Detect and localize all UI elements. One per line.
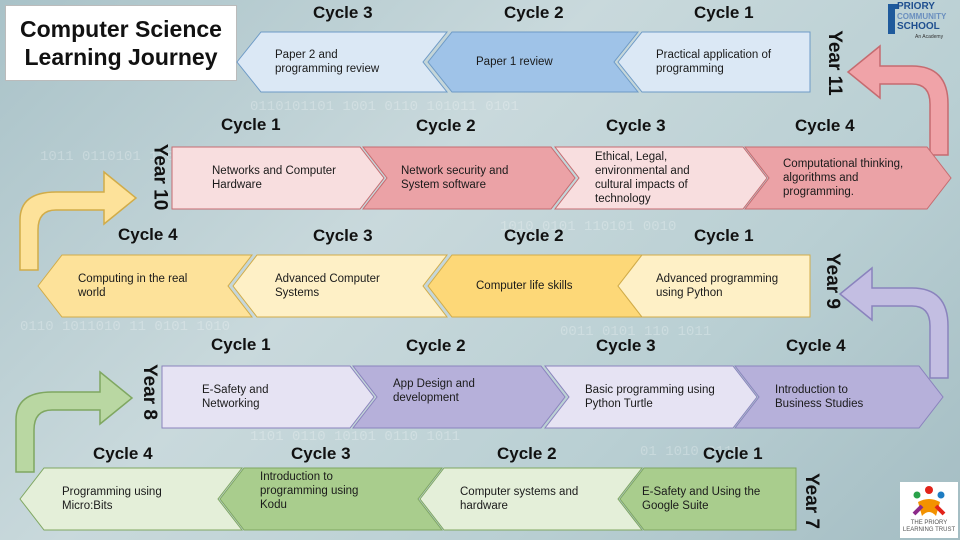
title-line-2: Learning Journey (24, 44, 218, 70)
y9-step-3-text: Computer life skills (476, 280, 573, 292)
y8-step-2: App Design and development (351, 365, 566, 429)
y7-year-label: Year 7 (801, 473, 822, 529)
y8-step-2-text: App Design and development (393, 378, 475, 404)
y11-cycle-label: Cycle 2 (504, 3, 564, 22)
y9-step-1: Computing in the real world (37, 254, 254, 318)
y8-step-4: Introduction to Business Studies (733, 365, 944, 429)
y11-year-label: Year 11 (823, 30, 845, 96)
y7-step-2: Introduction to programming using Kodu (219, 467, 444, 531)
logo-text-community: COMMUNITY (897, 12, 947, 21)
title-line-1: Computer Science (20, 16, 222, 42)
y10-step-1-text: Networks and Computer Hardware (212, 165, 336, 191)
y8-cycle-label: Cycle 2 (406, 336, 466, 355)
y7-step-2-text: Introduction to programming using Kodu (260, 471, 359, 511)
y10-cycle-label: Cycle 3 (606, 116, 666, 135)
y11-step-3: Practical application of programming (617, 31, 811, 93)
y10-step-3: Ethical, Legal, environmental and cultur… (553, 146, 768, 210)
y11-step-2: Paper 1 review (427, 31, 640, 93)
y7-step-4: E-Safety and Using the Google Suite (619, 467, 797, 531)
y7-cycle-label: Cycle 4 (93, 444, 153, 463)
y7-step-1: Programming using Micro:Bits (19, 467, 244, 531)
trust-logo-line-1: THE PRIORY (910, 520, 948, 526)
svg-text:1010 0101 110101 0010: 1010 0101 110101 0010 (500, 219, 676, 235)
svg-text:0110101101 1001 0110 101011 01: 0110101101 1001 0110 101011 0101 (250, 99, 519, 115)
y10-step-2: Network security and System software (361, 146, 576, 210)
y7-step-3-text: Computer systems and hardware (460, 486, 579, 512)
y8-step-1-text: E-Safety and Networking (202, 384, 269, 410)
connector-y9-y10 (19, 170, 138, 271)
y10-step-3-text: Ethical, Legal, environmental and cultur… (595, 151, 690, 205)
title-box: Computer Science Learning Journey (5, 5, 237, 81)
priory-school-logo: PRIORY COMMUNITY SCHOOL An Academy (886, 2, 956, 42)
y9-step-2-text: Advanced Computer Systems (275, 273, 380, 299)
svg-text:0110 1011010 11 0101 1010: 0110 1011010 11 0101 1010 (20, 319, 230, 335)
svg-text:1101 0110 10101 0110 1011: 1101 0110 10101 0110 1011 (250, 429, 460, 445)
svg-text:0011 0101 110 1011: 0011 0101 110 1011 (560, 324, 711, 340)
y9-step-4: Advanced programming using Python (617, 254, 811, 318)
y9-step-1-text: Computing in the real world (78, 273, 188, 299)
y7-step-3: Computer systems and hardware (419, 467, 644, 531)
y8-cycle-label: Cycle 3 (596, 336, 656, 355)
y10-year-label: Year 10 (149, 143, 171, 211)
y9-cycle-label: Cycle 4 (118, 225, 178, 244)
y10-step-4-text: Computational thinking, algorithms and p… (783, 158, 904, 198)
y8-year-label: Year 8 (139, 364, 160, 420)
y9-cycle-label: Cycle 1 (694, 226, 754, 245)
trust-logo-line-2: LEARNING TRUST (902, 527, 956, 533)
y8-step-3: Basic programming using Python Turtle (543, 365, 758, 429)
y9-step-4-text: Advanced programming using Python (656, 273, 779, 299)
y7-cycle-label: Cycle 3 (291, 444, 351, 463)
y9-cycle-label: Cycle 3 (313, 226, 373, 245)
logo-text-priory: PRIORY (897, 1, 935, 12)
y9-year-label: Year 9 (822, 253, 843, 309)
y9-step-3: Computer life skills (427, 254, 644, 318)
priory-trust-logo: THE PRIORY LEARNING TRUST (900, 482, 958, 538)
y8-step-4-text: Introduction to Business Studies (775, 384, 864, 410)
connector-y10-y11 (846, 44, 949, 156)
y7-step-4-text: E-Safety and Using the Google Suite (642, 486, 761, 512)
y8-cycle-label: Cycle 4 (786, 336, 846, 355)
y8-step-3-text: Basic programming using Python Turtle (585, 384, 715, 410)
y11-step-1: Paper 2 and programming review (236, 31, 449, 93)
y9-step-2: Advanced Computer Systems (232, 254, 449, 318)
y9-cycle-label: Cycle 2 (504, 226, 564, 245)
y10-cycle-label: Cycle 1 (221, 115, 281, 134)
y7-step-1-text: Programming using Micro:Bits (62, 486, 162, 512)
y11-step-1-text: Paper 2 and programming review (275, 49, 380, 75)
logo-tagline: An Academy (915, 34, 944, 40)
y10-cycle-label: Cycle 2 (416, 116, 476, 135)
y11-step-2-text: Paper 1 review (476, 56, 553, 68)
y7-cycle-label: Cycle 1 (703, 444, 763, 463)
y11-step-3-text: Practical application of programming (656, 49, 772, 75)
y10-step-2-text: Network security and System software (401, 165, 509, 191)
y8-cycle-label: Cycle 1 (211, 335, 271, 354)
y10-cycle-label: Cycle 4 (795, 116, 855, 135)
y11-cycle-label: Cycle 1 (694, 3, 754, 22)
connector-y8-y9 (838, 266, 949, 379)
y10-step-4: Computational thinking, algorithms and p… (743, 146, 952, 210)
y10-step-1: Networks and Computer Hardware (171, 146, 385, 210)
logo-text-school: SCHOOL (897, 21, 940, 32)
y11-cycle-label: Cycle 3 (313, 3, 373, 22)
connector-y7-y8 (15, 370, 134, 473)
y7-cycle-label: Cycle 2 (497, 444, 557, 463)
y8-step-1: E-Safety and Networking (161, 365, 375, 429)
svg-text:01 1010 0110: 01 1010 0110 (640, 444, 741, 460)
